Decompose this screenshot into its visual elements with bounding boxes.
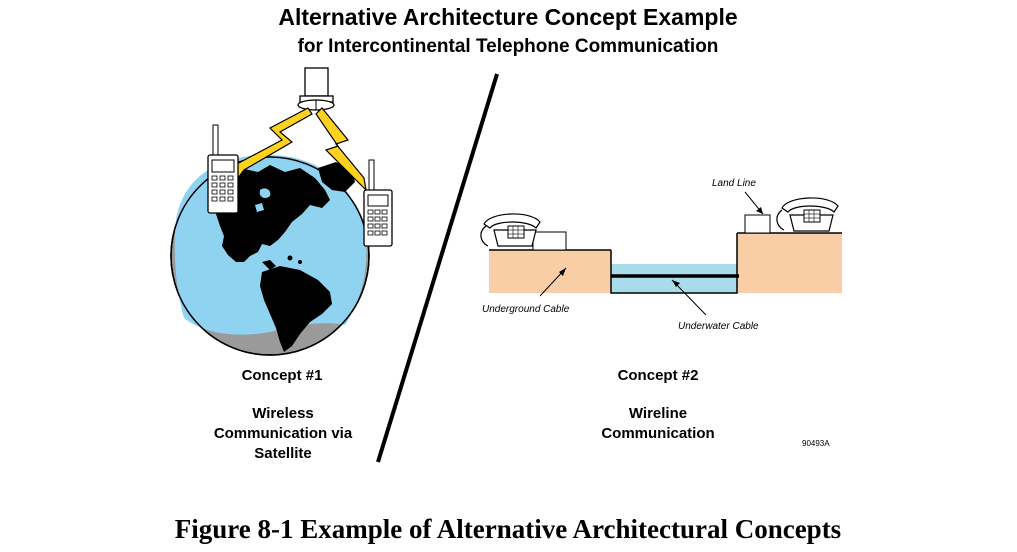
concept1-description-line-2: Communication via (214, 425, 353, 442)
diagram-subtitle: for Intercontinental Telephone Communica… (298, 36, 719, 57)
concept1-description-line-3: Satellite (254, 445, 312, 462)
concept2-heading: Concept #2 (618, 367, 699, 384)
desk-telephone-icon (480, 213, 541, 247)
divider-line (376, 73, 499, 463)
concept1-heading: Concept #1 (242, 367, 323, 384)
land-line-pointer (744, 191, 764, 215)
mobile-phone-icon (207, 124, 239, 214)
satellite-icon (297, 67, 335, 111)
globe-icon (170, 155, 370, 356)
underwater-cable-pointer (671, 279, 707, 316)
concept2-illustration: Land Line Underground Cable Underwater C… (480, 178, 842, 332)
concept1-description-line-1: Wireless (252, 405, 314, 422)
underwater-cable-label: Underwater Cable (678, 321, 759, 332)
mobile-phone-icon (363, 159, 393, 247)
concept2-description-line-1: Wireline (629, 405, 687, 422)
left-ground-block (489, 250, 611, 293)
underground-cable-pointer (539, 267, 567, 297)
underground-cable-label: Underground Cable (482, 304, 570, 315)
desk-telephone-icon (776, 197, 839, 232)
diagram-title: Alternative Architecture Concept Example (278, 4, 737, 30)
concept1-illustration (170, 67, 393, 356)
lightning-icon (234, 107, 367, 192)
figure-caption: Figure 8-1 Example of Alternative Archit… (175, 514, 841, 544)
right-ground-block (737, 233, 842, 293)
water-body (611, 264, 737, 293)
concept2-description-line-2: Communication (601, 425, 714, 442)
figure-code: 90493A (802, 439, 830, 448)
land-line-label: Land Line (712, 178, 756, 189)
